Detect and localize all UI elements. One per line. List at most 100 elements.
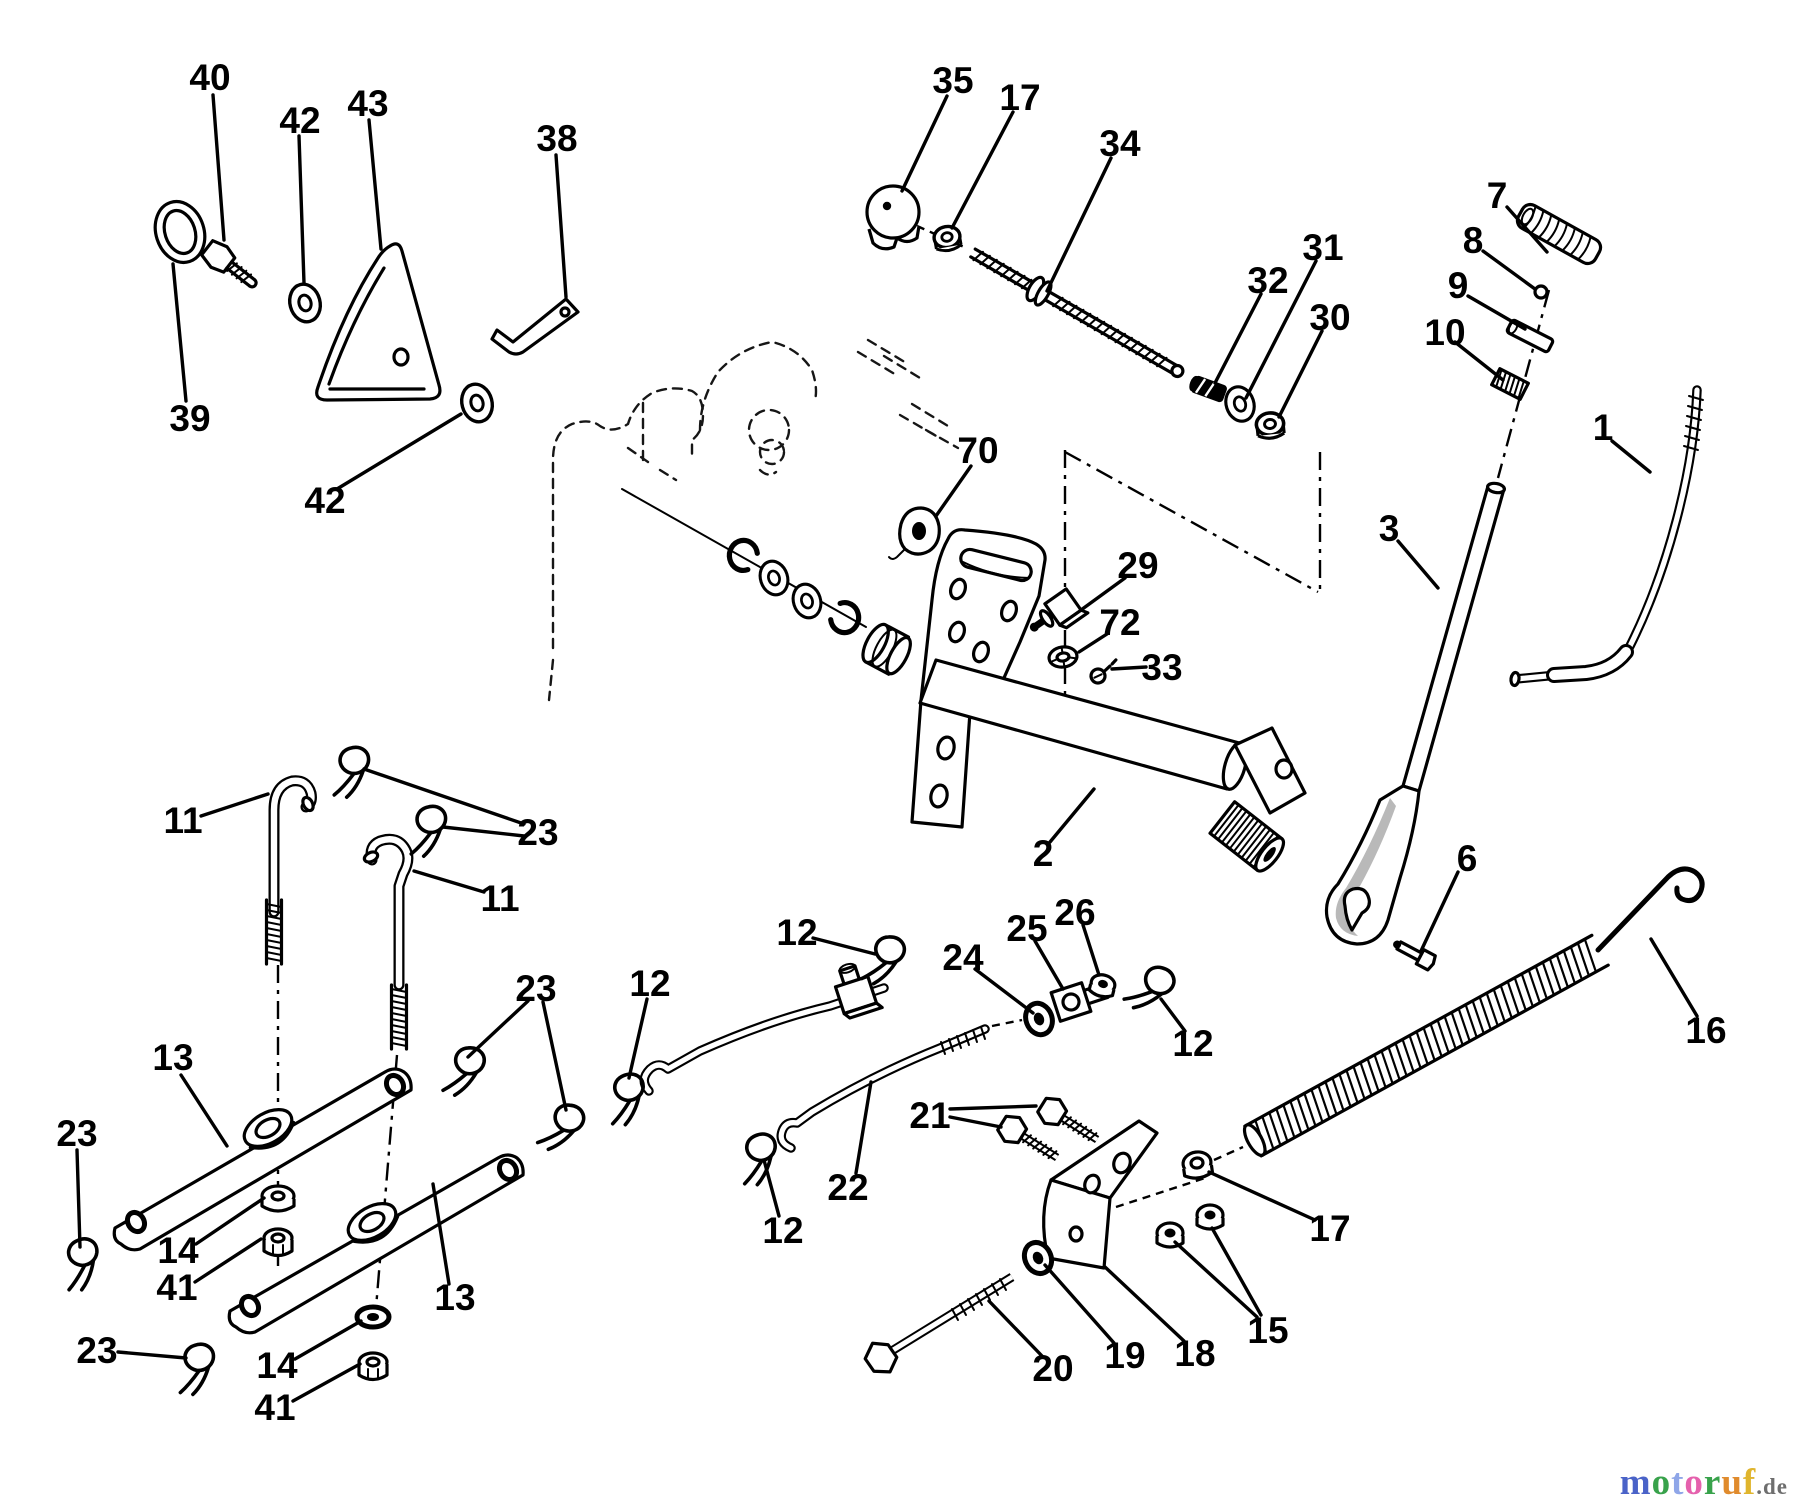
threaded-rod-34 — [969, 247, 1185, 379]
callout-leader-1 — [1610, 439, 1652, 474]
part-callout-16: 16 — [1685, 1010, 1726, 1051]
callout-leader-20 — [987, 1299, 1045, 1359]
callout-leader-7 — [1505, 205, 1549, 254]
callout-leader-22 — [854, 1080, 873, 1175]
part-callout-20: 20 — [1032, 1348, 1073, 1389]
set-screw-29 — [1029, 587, 1090, 632]
watermark-letter: r — [1703, 1462, 1722, 1503]
washer-42-lower — [455, 379, 499, 427]
part-callout-41: 41 — [156, 1267, 197, 1308]
clip-23 — [326, 743, 376, 801]
callout-leader-21 — [948, 1104, 1038, 1111]
part-callout-19: 19 — [1104, 1335, 1145, 1376]
grip-7 — [1515, 202, 1603, 266]
callout-leader-23 — [541, 1000, 568, 1112]
clip-12 — [732, 1129, 786, 1190]
lift-rod-1 — [1509, 385, 1704, 688]
nut-15-right — [1195, 1203, 1225, 1231]
washer-24 — [1023, 1000, 1055, 1038]
part-callout-6: 6 — [1457, 838, 1478, 879]
link-rod-22 — [776, 1024, 990, 1153]
watermark-letter: u — [1721, 1462, 1743, 1503]
lift-lever-3 — [1324, 481, 1507, 946]
callout-leader-30 — [1277, 329, 1324, 419]
part-callout-12: 12 — [1172, 1023, 1213, 1064]
callout-leader-16 — [1649, 937, 1699, 1018]
j-bolt-11-left — [264, 775, 317, 966]
part-callout-14: 14 — [157, 1230, 199, 1271]
callout-leader-35 — [900, 94, 949, 193]
callout-leader-23 — [116, 1350, 188, 1360]
part-callout-8: 8 — [1463, 220, 1484, 261]
watermark-letter: t — [1671, 1462, 1685, 1503]
watermark-motoruf: motoruf.de — [1620, 1461, 1788, 1504]
grommet-70 — [888, 506, 941, 560]
callout-leader-38 — [554, 153, 568, 299]
part-callout-11: 11 — [163, 800, 202, 841]
j-bolt-11-right — [362, 833, 414, 1051]
callout-leader-21 — [948, 1115, 1003, 1129]
part-callout-30: 30 — [1309, 297, 1350, 338]
callout-leader-3 — [1396, 539, 1440, 590]
callout-leader-29 — [1079, 576, 1127, 612]
lift-arm-13-upper — [112, 1067, 413, 1252]
part-callout-23: 23 — [517, 812, 558, 853]
part-callout-29: 29 — [1117, 545, 1158, 586]
part-callout-34: 34 — [1099, 123, 1141, 164]
callout-leader-23 — [466, 999, 530, 1059]
washer-14-upper — [260, 1184, 296, 1213]
callout-leader-41 — [193, 1237, 263, 1284]
part-callout-9: 9 — [1448, 265, 1469, 306]
callout-leader-17 — [950, 110, 1015, 230]
pin-9 — [1505, 318, 1555, 354]
callout-leader-12 — [762, 1158, 781, 1218]
washer-14-lower — [354, 1304, 392, 1330]
callout-leader-23 — [362, 767, 526, 826]
nut-41-lower — [357, 1351, 389, 1382]
callout-leader-17 — [1207, 1170, 1317, 1222]
screw-33 — [1089, 658, 1118, 685]
bolt-20 — [863, 1273, 1015, 1374]
callout-leader-6 — [1419, 870, 1460, 953]
callout-leader-15 — [1173, 1240, 1259, 1319]
part-callout-11: 11 — [480, 878, 519, 919]
part-callout-23: 23 — [515, 968, 556, 1009]
part-callout-25: 25 — [1006, 908, 1047, 949]
callout-leader-14 — [194, 1196, 266, 1246]
clip-38 — [490, 297, 580, 356]
lift-shaft-2 — [918, 658, 1307, 873]
part-callout-42: 42 — [279, 100, 320, 141]
ferrule-32 — [1189, 375, 1227, 403]
callout-leader-25 — [1033, 939, 1065, 991]
watermark-letter: o — [1684, 1462, 1704, 1503]
part-callout-2: 2 — [1033, 833, 1054, 874]
callout-leader-12 — [811, 936, 877, 956]
callout-leader-10 — [1453, 340, 1505, 382]
part-callout-35: 35 — [932, 60, 973, 101]
watermark-letter: o — [1651, 1462, 1672, 1503]
part-callout-39: 39 — [169, 398, 210, 439]
callout-leader-8 — [1481, 249, 1537, 291]
callout-leader-72 — [1077, 632, 1109, 654]
part-callout-13: 13 — [152, 1037, 193, 1078]
knob-35 — [865, 184, 921, 251]
part-callout-17: 17 — [1309, 1208, 1350, 1249]
part-callout-21: 21 — [909, 1095, 950, 1136]
callout-leader-31 — [1244, 259, 1318, 400]
e-clip-4-left — [728, 539, 758, 571]
nut-26 — [1087, 973, 1117, 999]
callout-leader-26 — [1081, 923, 1101, 977]
nut-15-left — [1155, 1221, 1185, 1249]
part-callout-38: 38 — [536, 118, 577, 159]
part-callout-72: 72 — [1099, 602, 1140, 643]
part-callout-43: 43 — [347, 83, 388, 124]
part-callout-24: 24 — [942, 937, 984, 978]
part-callout-31: 31 — [1302, 227, 1343, 268]
clip-23 — [440, 1044, 487, 1099]
clip-23 — [170, 1340, 222, 1399]
bolt-21-left — [996, 1114, 1060, 1161]
part-callout-12: 12 — [762, 1210, 803, 1251]
part-callout-22: 22 — [827, 1167, 868, 1208]
